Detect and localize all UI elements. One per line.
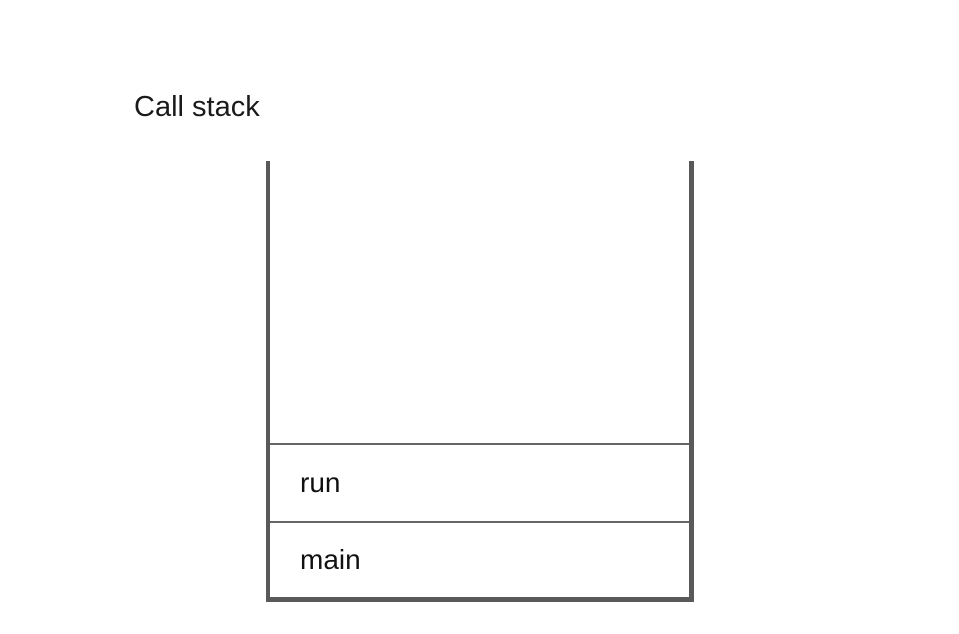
call-stack-container: run main (266, 161, 694, 602)
stack-frame-label: run (300, 467, 341, 498)
stack-frame-run: run (270, 443, 689, 521)
diagram-title: Call stack (134, 91, 260, 123)
stack-frame-label: main (300, 544, 361, 575)
stack-frame-main: main (270, 521, 689, 597)
